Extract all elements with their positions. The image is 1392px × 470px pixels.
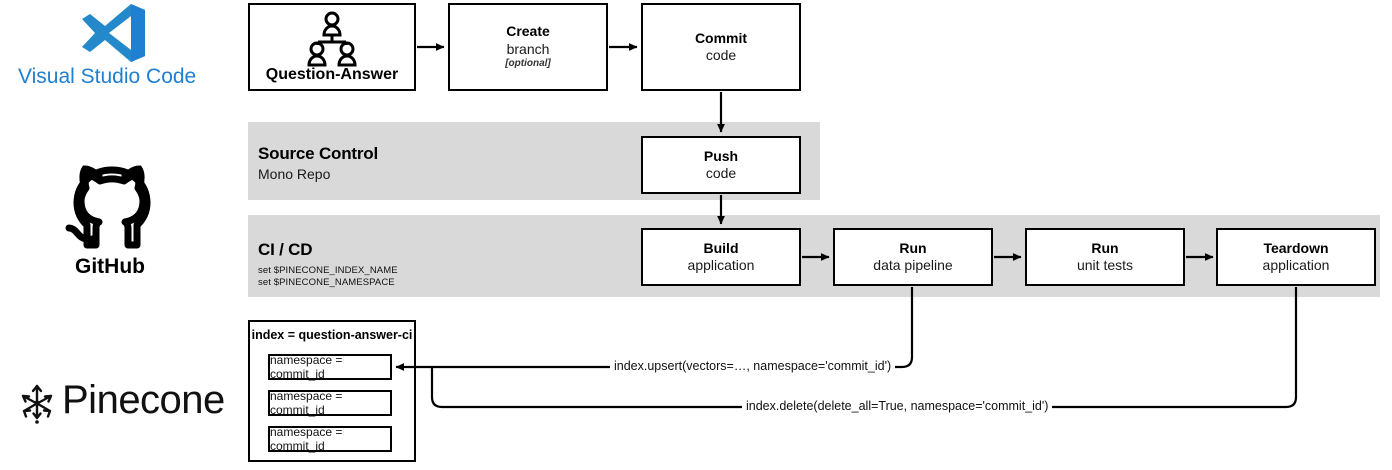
- node-commit-code[interactable]: Commit code: [641, 3, 801, 91]
- visual-studio-code-logo: [78, 2, 148, 62]
- github-logo: [62, 160, 162, 255]
- node-push-code-subtitle: code: [705, 165, 737, 181]
- node-commit-code-subtitle: code: [705, 47, 737, 63]
- github-caption: GitHub: [75, 255, 145, 278]
- pinecone-caption: Pinecone: [62, 378, 225, 422]
- node-push-code[interactable]: Push code: [641, 136, 801, 194]
- pinecone-index-title: index = question-answer-ci: [251, 328, 413, 342]
- namespace-item-3-label: namespace = commit_id: [270, 425, 343, 453]
- node-create-branch-subtitle: branch: [506, 40, 550, 57]
- pinecone-icon: [21, 384, 53, 424]
- arrow-delete-to-pinecone: [430, 287, 1298, 409]
- node-build-application-subtitle: application: [687, 257, 755, 273]
- namespace-item-1[interactable]: namespace = commit_id: [268, 353, 392, 381]
- band-ci-cd-env-line-2: set $PINECONE_NAMESPACE: [258, 277, 395, 288]
- node-run-unit-tests-title: Run: [1091, 239, 1119, 256]
- node-run-data-pipeline-title: Run: [899, 239, 927, 256]
- node-run-data-pipeline-subtitle: data pipeline: [873, 257, 953, 273]
- node-question-answer-label: Question-Answer: [265, 66, 399, 83]
- pinecone-logo: [12, 378, 62, 428]
- node-teardown-application-title: Teardown: [1263, 239, 1329, 256]
- node-run-unit-tests[interactable]: Run unit tests: [1025, 228, 1185, 286]
- visual-studio-code-caption: Visual Studio Code: [18, 65, 197, 88]
- node-build-application[interactable]: Build application: [641, 228, 801, 286]
- node-run-unit-tests-subtitle: unit tests: [1076, 257, 1134, 273]
- node-create-branch[interactable]: Create branch [optional]: [448, 3, 608, 91]
- node-question-answer[interactable]: Question-Answer: [248, 3, 416, 91]
- band-source-control-title: Source Control: [258, 144, 378, 163]
- namespace-item-3[interactable]: namespace = commit_id: [268, 425, 392, 453]
- arrow-upsert-to-pinecone: [395, 287, 914, 371]
- people-group-icon: [307, 11, 357, 67]
- node-create-branch-note: [optional]: [505, 58, 551, 70]
- node-push-code-title: Push: [703, 147, 739, 164]
- node-build-application-title: Build: [703, 239, 739, 256]
- band-ci-cd-env-line-1: set $PINECONE_INDEX_NAME: [258, 265, 398, 276]
- band-ci-cd: [248, 215, 1380, 297]
- node-create-branch-title: Create: [506, 23, 550, 40]
- visual-studio-code-icon: [82, 4, 145, 62]
- node-teardown-application-subtitle: application: [1262, 257, 1330, 273]
- namespace-item-2-label: namespace = commit_id: [270, 389, 343, 417]
- connector-label-upsert: index.upsert(vectors=…, namespace='commi…: [610, 359, 896, 373]
- namespace-item-1-label: namespace = commit_id: [270, 353, 343, 381]
- band-source-control-subtitle: Mono Repo: [258, 166, 331, 182]
- node-run-data-pipeline[interactable]: Run data pipeline: [833, 228, 993, 286]
- node-commit-code-title: Commit: [694, 29, 748, 46]
- github-octocat-icon: [65, 165, 151, 249]
- band-ci-cd-title: CI / CD: [258, 240, 313, 259]
- node-teardown-application[interactable]: Teardown application: [1216, 228, 1376, 286]
- namespace-item-2[interactable]: namespace = commit_id: [268, 389, 392, 417]
- connector-label-delete: index.delete(delete_all=True, namespace=…: [742, 399, 1053, 413]
